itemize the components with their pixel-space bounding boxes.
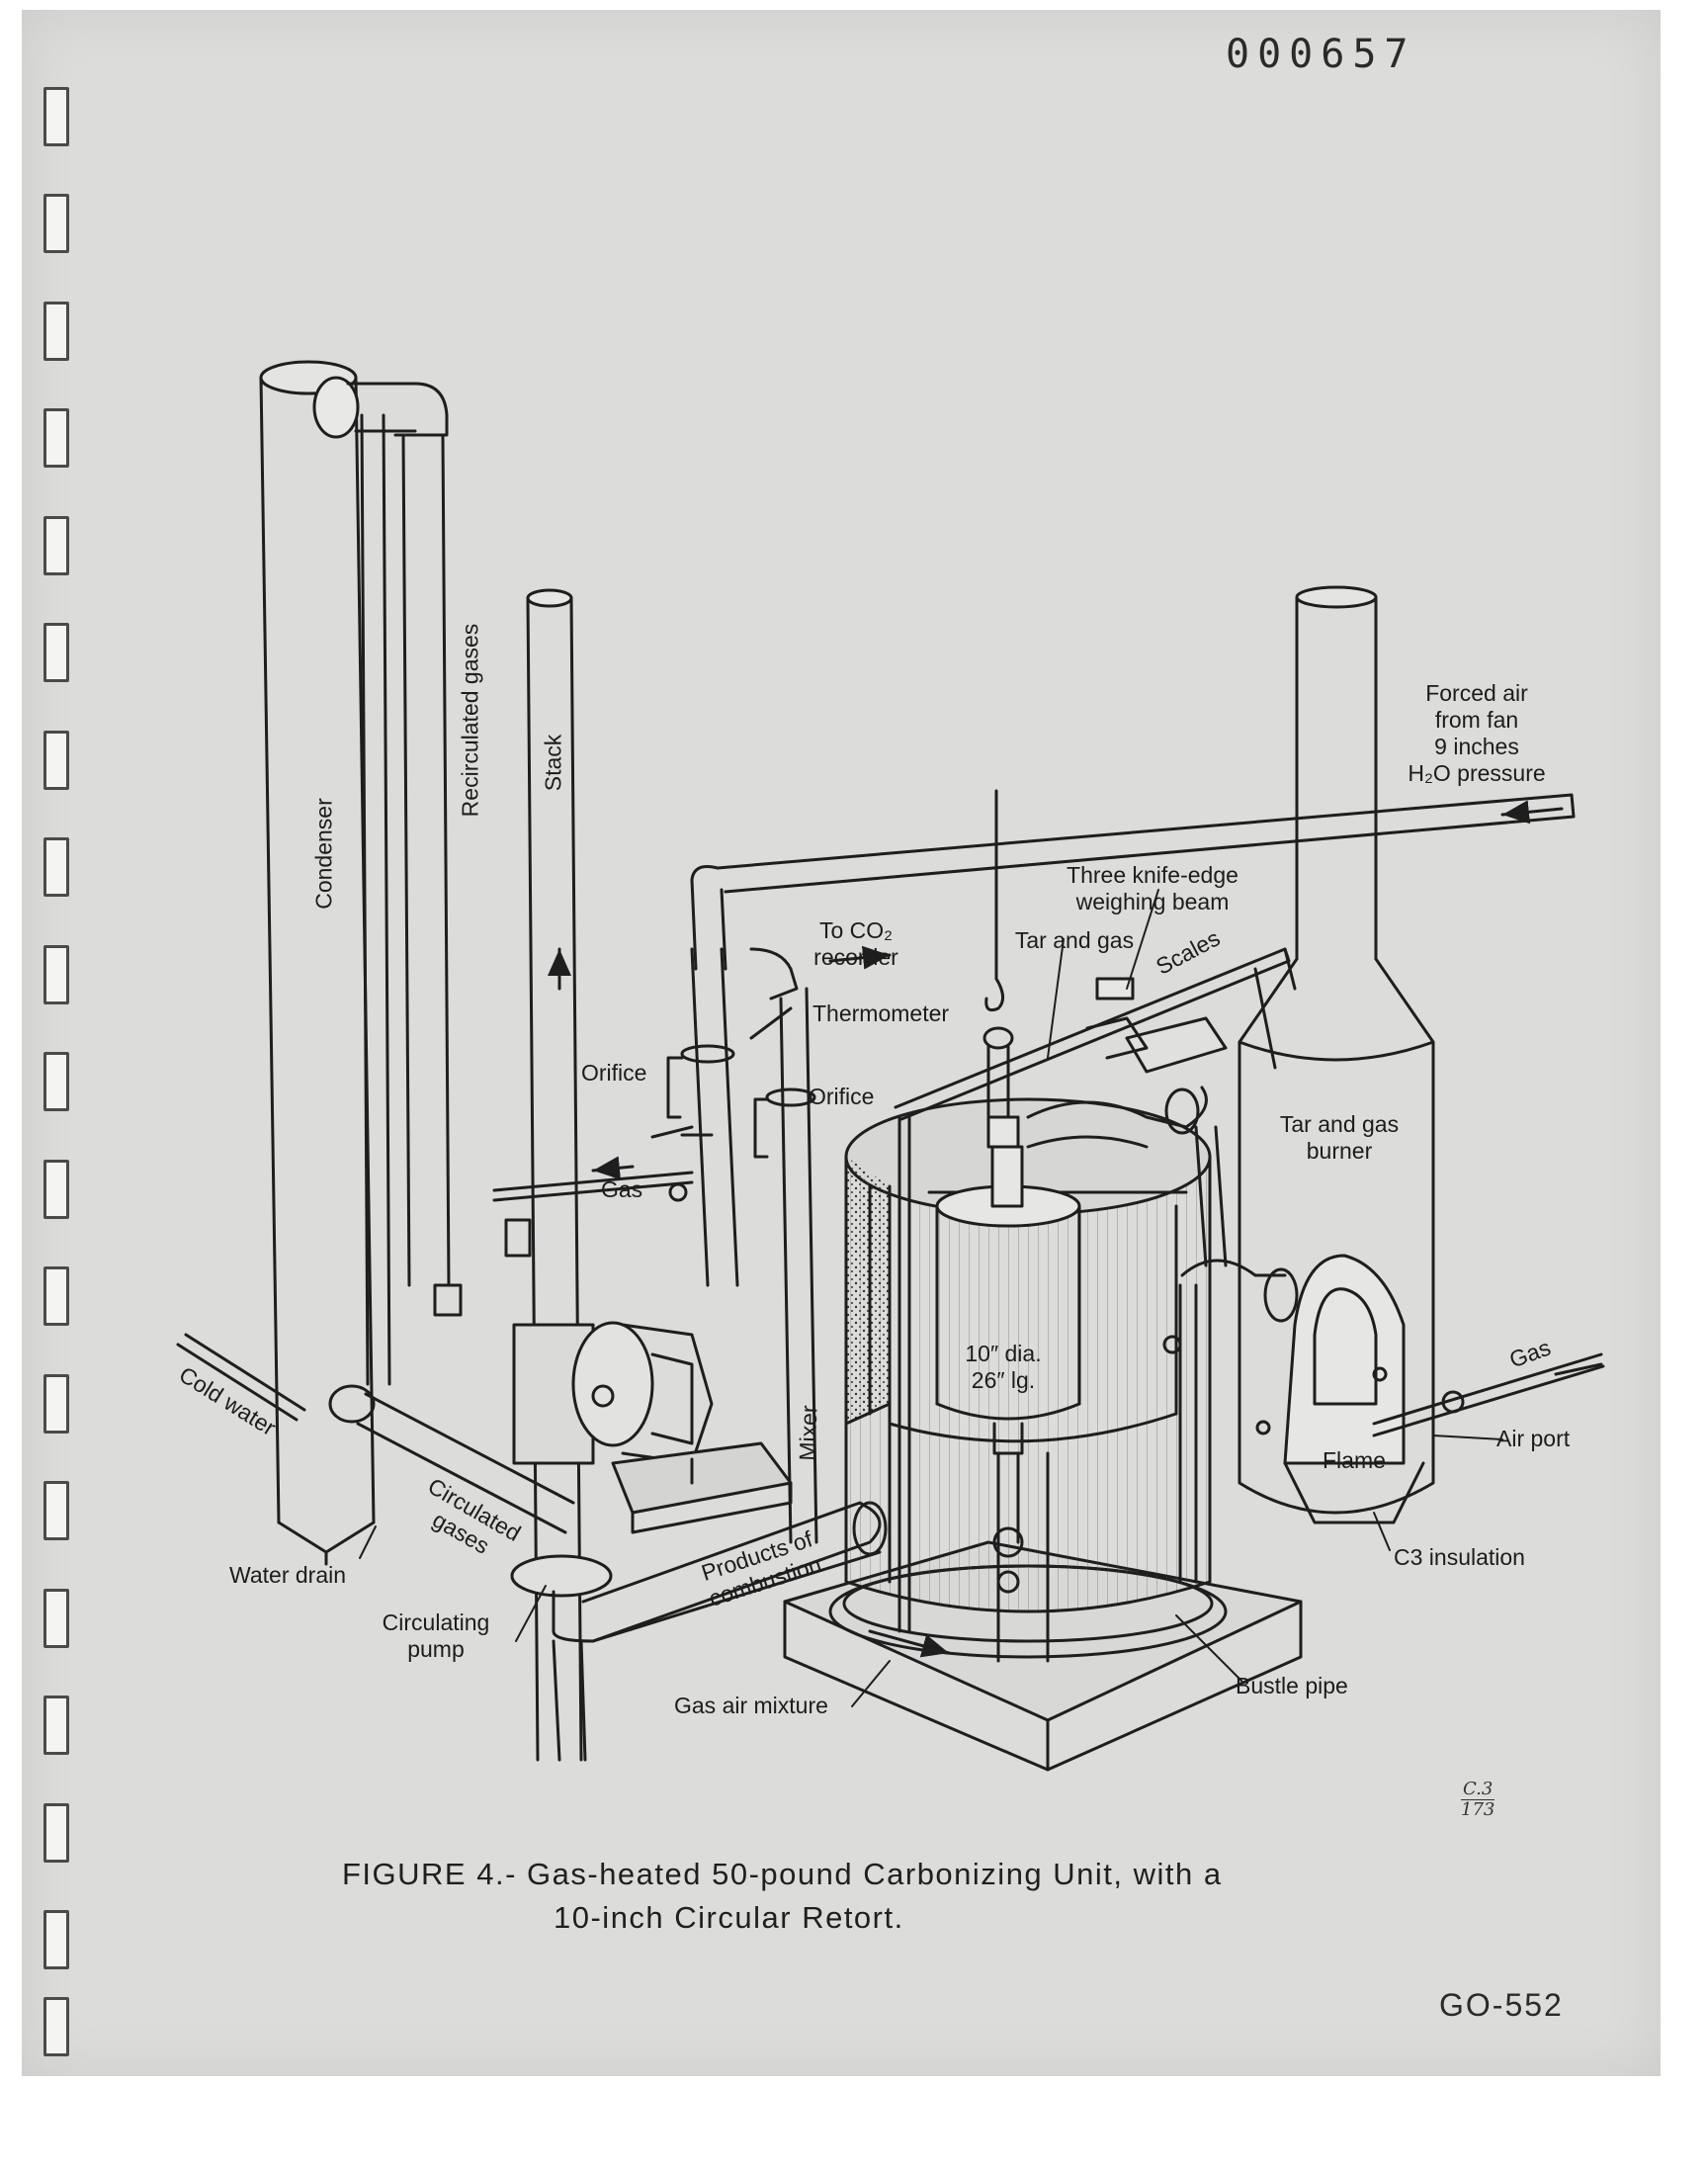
label-forced-air-line1: Forced air (1425, 680, 1528, 706)
label-circulating-pump-line2: pump (407, 1636, 465, 1662)
label-to-co2-line2: recorder (813, 944, 898, 970)
circulating-pump-motor (512, 1321, 793, 1534)
binder-hole (43, 1696, 69, 1755)
label-retort-size: 10″ dia. 26″ lg. (949, 1341, 1058, 1394)
label-tar-gas-burner: Tar and gas burner (1255, 1111, 1423, 1165)
label-retort-dia: 10″ dia. (965, 1341, 1042, 1366)
label-knife-edge-line2: weighing beam (1075, 889, 1230, 914)
binder-hole (43, 1481, 69, 1540)
label-thermometer: Thermometer (812, 1000, 950, 1026)
label-to-co2-line1: To CO₂ (818, 917, 894, 943)
binder-hole (43, 302, 69, 361)
label-gas-left: Gas (601, 1176, 643, 1202)
binder-hole (43, 87, 69, 146)
label-mixer: Mixer (794, 1404, 822, 1462)
binder-hole (43, 1160, 69, 1219)
label-knife-edge-line1: Three knife-edge (1067, 862, 1238, 888)
label-burner-line1: Tar and gas (1279, 1111, 1400, 1137)
binder-hole (43, 1997, 69, 2056)
condenser-top-elbow (312, 376, 449, 439)
label-air-port: Air port (1496, 1426, 1571, 1451)
serial-number: 000657 (1226, 32, 1416, 77)
label-circulating-pump-line1: Circulating (382, 1610, 490, 1635)
binder-hole (43, 1589, 69, 1648)
gas-line-right (1372, 1352, 1605, 1437)
label-c3-insulation: C3 insulation (1394, 1544, 1525, 1570)
binder-hole (43, 623, 69, 682)
binder-hole (43, 837, 69, 897)
label-forced-air: Forced air from fan 9 inches H₂O pressur… (1378, 680, 1576, 787)
binder-hole (43, 1052, 69, 1111)
figure-caption-line2: 10-inch Circular Retort. (554, 1900, 904, 1935)
binder-hole (43, 194, 69, 253)
binder-hole (43, 1803, 69, 1863)
binder-hole (43, 1374, 69, 1434)
handwritten-note: C.3 173 (1461, 1780, 1495, 1820)
label-forced-air-line4: H₂O pressure (1408, 760, 1546, 786)
binder-hole (43, 516, 69, 575)
label-stack: Stack (540, 734, 566, 792)
handwritten-note-top: C.3 (1461, 1780, 1495, 1800)
label-recirculated-gases: Recirculated gases (457, 623, 483, 818)
cold-water-pipe (176, 1333, 575, 1534)
tar-gas-pipe (1026, 1086, 1299, 1584)
orifice-piping (650, 945, 892, 1544)
leader-lines (359, 889, 1503, 1707)
label-water-drain: Water drain (229, 1562, 347, 1588)
label-bustle-pipe: Bustle pipe (1236, 1673, 1348, 1698)
label-orifice-right: Orifice (809, 1084, 875, 1109)
weighing-beam (894, 947, 1297, 1633)
gas-line-left (492, 1156, 694, 1258)
handwritten-note-bottom: 173 (1461, 1799, 1495, 1820)
label-burner-line2: burner (1306, 1138, 1373, 1164)
label-retort-length: 26″ lg. (971, 1367, 1036, 1393)
label-tar-and-gas: Tar and gas (1014, 927, 1135, 953)
label-circulating-pump: Circulating pump (362, 1610, 510, 1663)
label-to-co2-recorder: To CO₂ recorder (797, 917, 915, 971)
forced-air-pipe (690, 793, 1576, 971)
binder-hole (43, 1266, 69, 1326)
label-flame: Flame (1323, 1447, 1386, 1473)
label-condenser: Condenser (310, 798, 337, 910)
binder-hole (43, 945, 69, 1004)
label-orifice-left: Orifice (581, 1060, 647, 1086)
document-number: GO-552 (1439, 1987, 1564, 2023)
paper-sheet (22, 10, 1661, 2076)
burner-tower (1238, 585, 1435, 1524)
label-forced-air-line2: from fan (1434, 707, 1519, 733)
label-gas-air-mixture: Gas air mixture (674, 1693, 828, 1718)
label-forced-air-line3: 9 inches (1434, 734, 1519, 759)
condenser-column (259, 360, 376, 1566)
hanging-hook (984, 789, 1004, 1012)
retort (935, 1026, 1081, 1594)
label-knife-edge-beam: Three knife-edge weighing beam (1034, 862, 1271, 915)
figure-caption-line1: FIGURE 4.- Gas-heated 50-pound Carbonizi… (342, 1857, 1223, 1891)
binder-hole (43, 408, 69, 468)
binder-hole (43, 731, 69, 790)
recirculated-gases-pipes (360, 413, 463, 1386)
binder-hole (43, 1910, 69, 1969)
